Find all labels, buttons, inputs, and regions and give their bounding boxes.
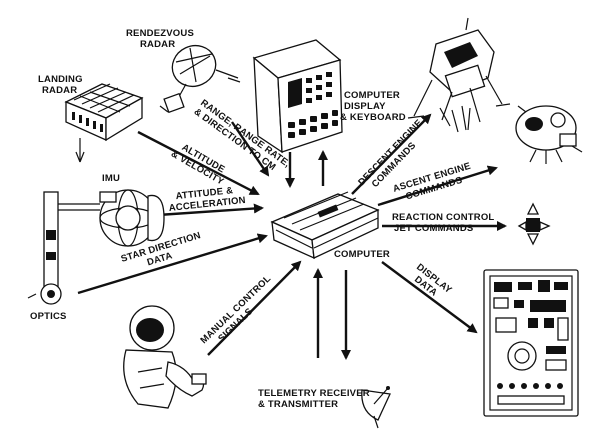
arrow-landing-radar-to-computer (137, 130, 260, 196)
arrow-astronaut-to-computer (207, 260, 302, 356)
label-computer: COMPUTER (334, 249, 390, 260)
label-altitude: ALTITUDE& VELOCITY (169, 139, 232, 188)
imu-optics-illustration (27, 189, 165, 305)
label-optics: OPTICS (30, 311, 67, 322)
label-imu: IMU (102, 173, 120, 184)
arrow-optics-to-computer (77, 233, 268, 295)
reaction-control-jet-illustration (517, 202, 551, 246)
landing-radar-illustration (64, 83, 144, 142)
label-manual: MANUAL CONTROLSIGNALS (198, 273, 280, 354)
arrow-computer-to-ascent (377, 165, 498, 207)
ascent-stage-illustration (515, 105, 583, 164)
signal-arrows (75, 69, 508, 361)
astronaut-illustration (123, 305, 207, 409)
label-telemetry: TELEMETRY RECEIVER& TRANSMITTER (258, 388, 370, 410)
control-panel-illustration (483, 269, 579, 417)
arrow-rendezvous-to-computer (231, 121, 270, 177)
telemetry-dish-illustration (361, 386, 391, 429)
label-ascent: ASCENT ENGINECOMMANDS (392, 161, 476, 206)
arrow-imu-to-computer (157, 203, 265, 217)
arrow-computer-to-descent (351, 113, 432, 195)
computer-illustration (270, 191, 380, 260)
arrow-computer-to-panel (381, 261, 478, 334)
display-keyboard-illustration (252, 39, 343, 154)
lunar-module-illustration (407, 17, 511, 133)
rendezvous-radar-illustration (159, 44, 217, 114)
